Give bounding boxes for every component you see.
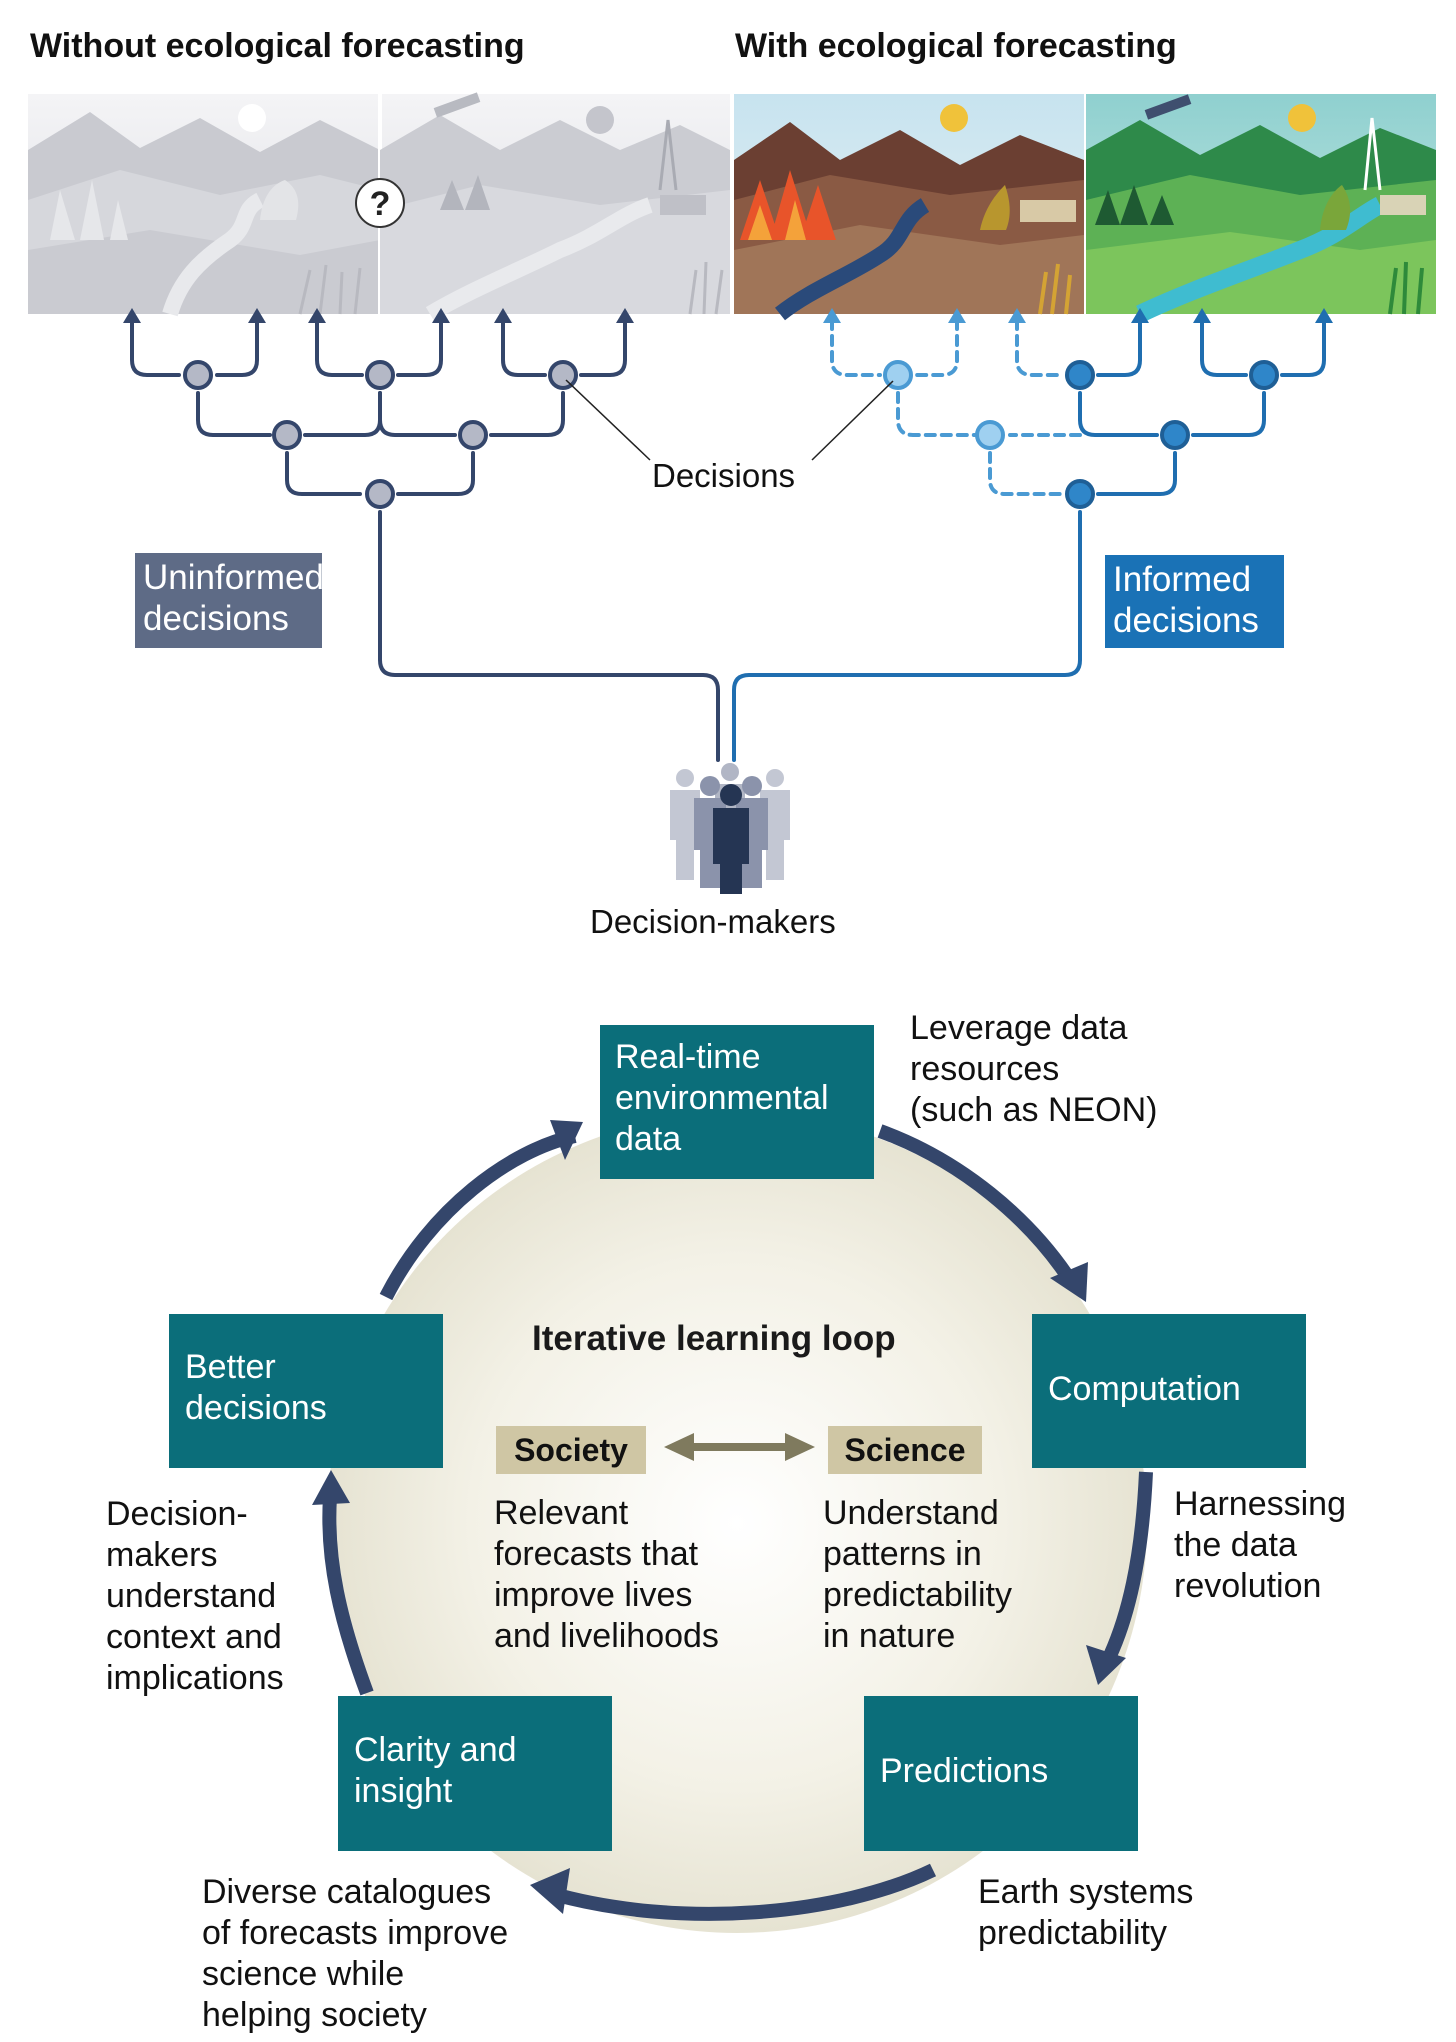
box-realtime-data: Real-time environmental data bbox=[600, 1025, 874, 1179]
people-group-icon bbox=[670, 763, 790, 894]
question-marker: ? bbox=[355, 178, 405, 228]
scene-fire-landscape bbox=[734, 94, 1084, 321]
informed-decisions-tag: Informed decisions bbox=[1105, 555, 1284, 648]
arrow-clarity-to-better bbox=[322, 1496, 374, 1696]
loop-arrowheads bbox=[312, 1120, 1126, 1914]
uninformed-decisions-tag: Uninformed decisions bbox=[135, 553, 324, 648]
note-decision-makers-understand: Decision- makers understand context and … bbox=[106, 1495, 284, 1697]
society-label: Society bbox=[496, 1426, 646, 1474]
loop-title: Iterative learning loop bbox=[532, 1319, 896, 1358]
decision-node bbox=[1160, 420, 1190, 450]
decision-node bbox=[548, 360, 578, 390]
decision-node bbox=[1249, 360, 1279, 390]
decisions-leader-lines bbox=[565, 379, 894, 461]
decision-node bbox=[458, 420, 488, 450]
loop-arrows bbox=[322, 1124, 1153, 1921]
decision-node bbox=[1065, 479, 1095, 509]
note-leverage-data: Leverage data resources (such as NEON) bbox=[910, 1009, 1158, 1129]
science-label: Science bbox=[828, 1426, 982, 1474]
decision-node bbox=[183, 360, 213, 390]
question-mark-icon: ? bbox=[370, 185, 391, 223]
decision-node bbox=[1065, 360, 1095, 390]
box-better-decisions: Better decisions bbox=[169, 1314, 443, 1468]
box-clarity-insight: Clarity and insight bbox=[338, 1696, 612, 1851]
informed-arrowheads bbox=[823, 308, 1333, 323]
society-science-arrow bbox=[664, 1433, 815, 1461]
arrow-better-to-realtime bbox=[379, 1129, 577, 1301]
decision-node bbox=[365, 479, 395, 509]
box-computation: Computation bbox=[1032, 1314, 1306, 1468]
society-text: Relevant forecasts that improve lives an… bbox=[494, 1494, 719, 1655]
note-earth-systems: Earth systems predictability bbox=[978, 1873, 1194, 1952]
uninformed-arrowheads bbox=[123, 308, 634, 323]
decision-node bbox=[272, 420, 302, 450]
informed-dashed-branches bbox=[830, 318, 1082, 496]
uninformed-decision-tree bbox=[130, 318, 720, 762]
scene-green-landscape bbox=[1086, 94, 1436, 323]
decisions-label: Decisions bbox=[652, 457, 796, 494]
informed-decision-nodes bbox=[883, 360, 1279, 509]
arrow-computation-to-predictions bbox=[1101, 1471, 1153, 1664]
decision-makers-label: Decision-makers bbox=[590, 903, 836, 940]
science-text: Understand patterns in predictability in… bbox=[823, 1494, 1012, 1655]
decision-node bbox=[365, 360, 395, 390]
uninformed-decision-nodes bbox=[183, 360, 578, 509]
informed-solid-branches bbox=[732, 318, 1326, 762]
arrow-predictions-to-clarity bbox=[548, 1863, 937, 1921]
decision-node bbox=[975, 420, 1005, 450]
box-predictions: Predictions bbox=[864, 1696, 1138, 1851]
scene-uninformed-grey-2 bbox=[378, 92, 730, 321]
header-without-forecasting: Without ecological forecasting bbox=[30, 27, 525, 65]
header-with-forecasting: With ecological forecasting bbox=[735, 27, 1177, 65]
arrow-realtime-to-computation bbox=[877, 1124, 1078, 1287]
scene-uninformed-grey-1 bbox=[28, 94, 380, 317]
note-harnessing-data: Harnessing the data revolution bbox=[1174, 1485, 1346, 1605]
note-diverse-catalogues: Diverse catalogues of forecasts improve … bbox=[202, 1873, 509, 2034]
